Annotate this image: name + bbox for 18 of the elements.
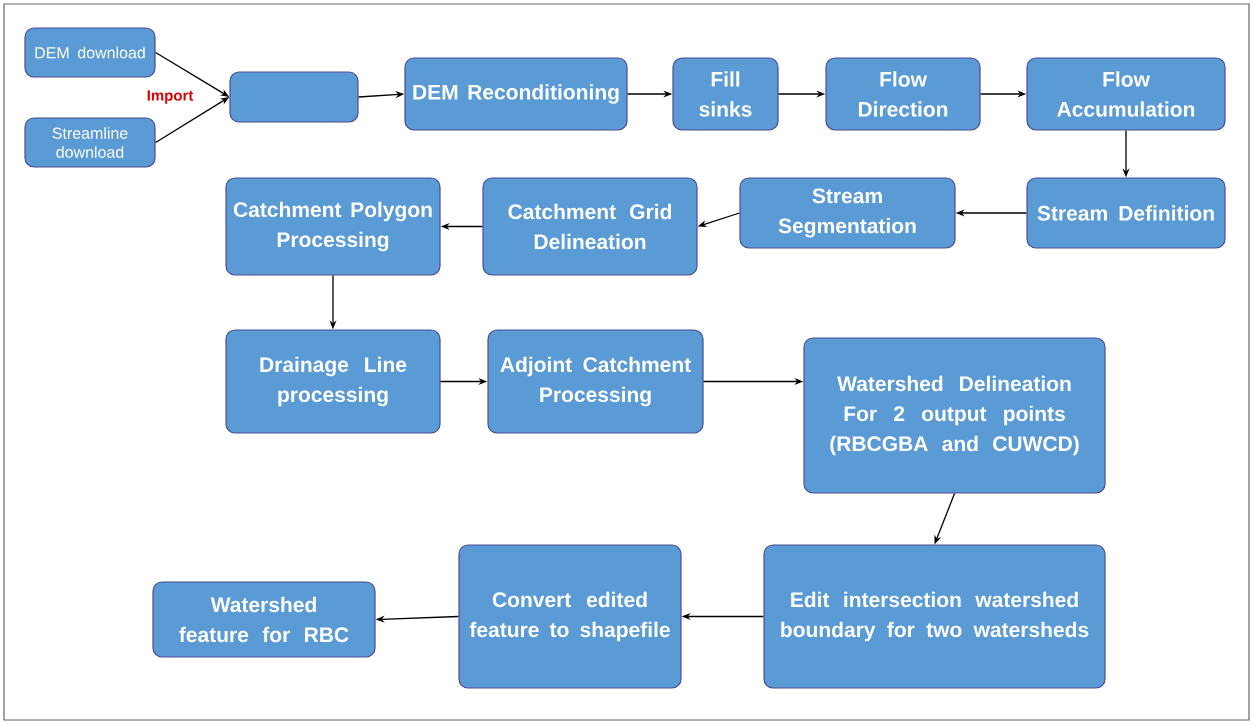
process-box: Convert edited feature to shapefile (458, 544, 682, 689)
process-box: Catchment Polygon Processing (225, 177, 441, 276)
process-box: Drainage Line processing (225, 329, 441, 434)
process-box: Streamline download (24, 117, 156, 168)
process-box (229, 71, 359, 123)
process-box: Stream Segmentation (739, 177, 956, 249)
process-box: Flow Accumulation (1026, 57, 1226, 131)
process-box: DEM Reconditioning (404, 57, 628, 131)
process-box: Watershed Delineation For 2 output points (RBCGBA and CUWCD) (803, 337, 1106, 494)
process-box: Catchment Grid Delineation (482, 177, 698, 276)
process-box: Edit intersection watershed boundary for two watersheds (763, 544, 1106, 689)
process-box: Stream Definition (1026, 177, 1226, 249)
process-box: DEM download (24, 27, 156, 78)
process-box: Fill sinks (672, 57, 779, 131)
process-box: Adjoint Catchment Processing (487, 329, 704, 434)
process-box: Flow Direction (825, 57, 981, 131)
import-label: Import (147, 90, 194, 104)
process-box: Watershed feature for RBC (152, 581, 376, 658)
